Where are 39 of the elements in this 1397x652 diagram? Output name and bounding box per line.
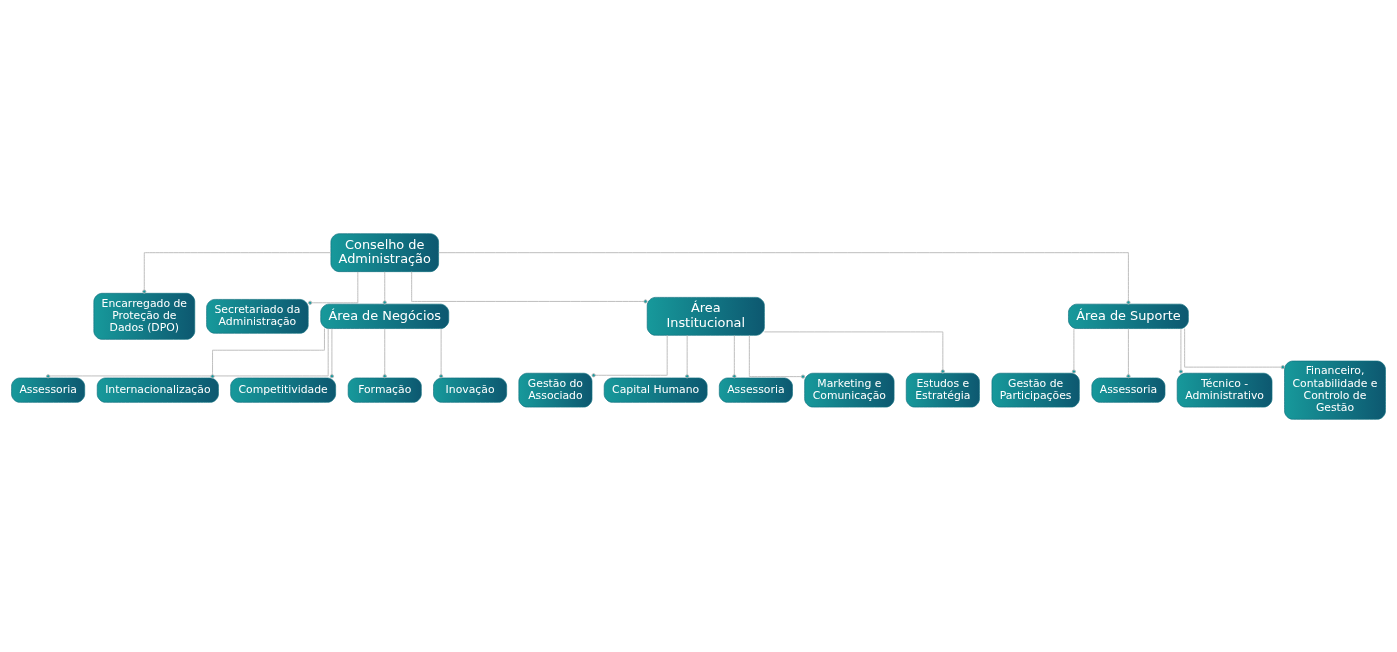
node-box: Assessoria xyxy=(11,377,86,403)
connector xyxy=(210,327,325,378)
connector xyxy=(382,327,387,378)
node-box: Gestão de Participações xyxy=(991,372,1080,407)
connector xyxy=(329,327,334,378)
connector xyxy=(438,251,1131,304)
connector xyxy=(1071,327,1076,374)
node-box: Marketing e Comunicação xyxy=(804,372,895,407)
node-box: Internacionalização xyxy=(96,377,219,403)
node-box: Gestão do Associado xyxy=(518,372,593,407)
node-box: Capital Humano xyxy=(603,377,708,403)
connector xyxy=(411,270,648,303)
connector xyxy=(308,270,359,305)
connector xyxy=(1178,327,1183,374)
node-box: Formação xyxy=(347,377,422,403)
node-box: Assessoria xyxy=(1091,377,1166,403)
node-box: Encarregado de Proteção de Dados (DPO) xyxy=(93,292,196,340)
node-box: Estudos e Estratégia xyxy=(905,372,980,407)
node-box: Área de Negócios xyxy=(320,303,450,329)
node-box: Conselho de Administração xyxy=(330,232,439,272)
connector xyxy=(732,334,737,378)
node-box: Área Institucional xyxy=(646,296,765,336)
connector xyxy=(591,334,668,377)
connector xyxy=(748,334,806,379)
node-box: Competitividade xyxy=(230,377,336,403)
connector xyxy=(46,327,329,378)
connector xyxy=(1184,327,1285,369)
connector xyxy=(382,270,387,304)
node-box: Técnico - Administrativo xyxy=(1176,372,1273,407)
connector xyxy=(439,327,444,378)
connector xyxy=(763,331,945,373)
node-box: Assessoria xyxy=(719,377,793,403)
connector xyxy=(142,251,332,294)
connector xyxy=(1126,327,1131,378)
connector xyxy=(685,334,690,378)
node-box: Inovação xyxy=(433,377,507,403)
node-box: Área de Suporte xyxy=(1068,303,1189,329)
node-box: Financeiro, Contabilidade e Controlo de Gestão xyxy=(1284,360,1386,420)
node-box: Secretariado da Administração xyxy=(206,298,309,334)
